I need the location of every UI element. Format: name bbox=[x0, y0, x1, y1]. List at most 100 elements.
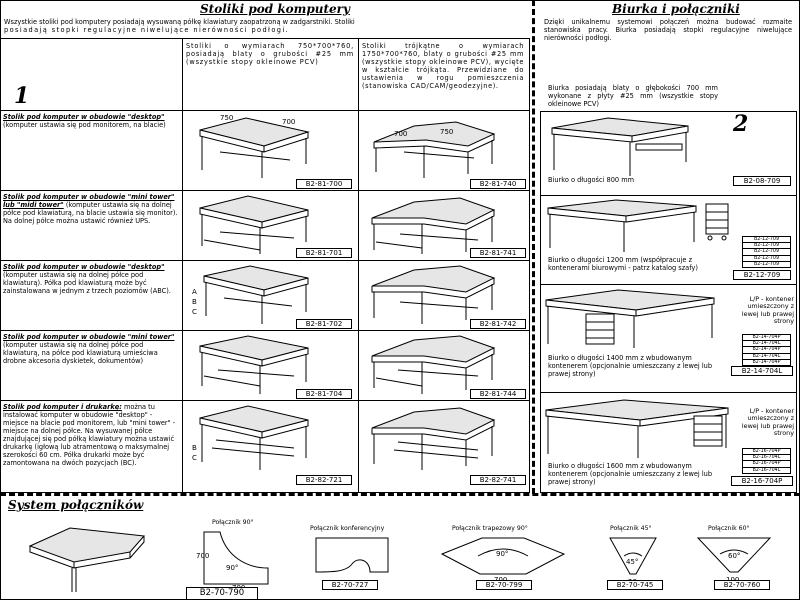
code-b2-08-709[interactable]: B2-08-709 bbox=[733, 176, 791, 186]
desk-1600-variant-codes: B2-16-704P B2-16-704L B2-16-704P B2-16-7… bbox=[742, 448, 791, 474]
desk-1400-caption: Biurko o długości 1400 mm z wbudowanym k… bbox=[548, 354, 713, 378]
desk-drawing-row-5a: BC bbox=[192, 405, 309, 470]
stoliki-col1-desc: Stoliki o wymiarach 750*700*760, posiada… bbox=[186, 42, 354, 66]
desk-1600-caption: Biurko o długości 1600 mm z wbudowanym k… bbox=[548, 462, 713, 486]
code-b2-81-701[interactable]: B2-81-701 bbox=[296, 248, 352, 258]
code-b2-81-744[interactable]: B2-81-744 bbox=[470, 389, 526, 399]
svg-text:45°: 45° bbox=[626, 558, 638, 566]
stoliki-intro-line2: posiadają stopki regulacyjne niwelujące … bbox=[4, 26, 290, 34]
code-b2-70-790[interactable]: B2-70-790 bbox=[186, 587, 258, 600]
section-number-1: 1 bbox=[14, 83, 30, 109]
svg-text:700: 700 bbox=[282, 118, 295, 126]
variant-code: B2-12-709 bbox=[742, 254, 791, 261]
corner-desk-drawing-row-4b bbox=[371, 335, 496, 394]
joiner-60-plan: 60° 100 bbox=[696, 537, 772, 584]
code-b2-70-727[interactable]: B2-70-727 bbox=[322, 580, 378, 590]
desk-1400-drawing bbox=[545, 289, 715, 348]
code-b2-81-702[interactable]: B2-81-702 bbox=[296, 319, 352, 329]
svg-text:750: 750 bbox=[220, 114, 233, 122]
desk-1400-side-note: L/P - kontener umieszczony z lewej lub p… bbox=[741, 295, 794, 326]
joiner-90-title: Połącznik 90° bbox=[212, 519, 254, 526]
corner-desk-drawing-row-3b bbox=[371, 265, 496, 324]
code-b2-14-704l[interactable]: B2-14-704L bbox=[731, 366, 793, 376]
desk-drawing-row-1a: 750 700 bbox=[199, 114, 310, 178]
svg-text:C: C bbox=[192, 454, 197, 462]
code-b2-16-704p[interactable]: B2-16-704P bbox=[731, 476, 793, 486]
code-b2-70-745[interactable]: B2-70-745 bbox=[607, 580, 663, 590]
biurka-intro-2: Biurka posiadają blaty o głębokości 700 … bbox=[548, 84, 718, 108]
svg-text:700: 700 bbox=[196, 552, 209, 560]
code-b2-70-799[interactable]: B2-70-799 bbox=[476, 580, 532, 590]
joiner-conference-title: Połącznik konferencyjny bbox=[310, 525, 385, 532]
desk-drawing-row-3a: ABC bbox=[192, 265, 309, 324]
variant-code: B2-14-704P bbox=[742, 346, 791, 353]
variant-code: B2-14-704L bbox=[742, 340, 791, 347]
corner-desk-drawing-row-5b bbox=[371, 407, 496, 470]
variant-code: B2-14-704P bbox=[742, 358, 791, 367]
variant-code: B2-12-709 bbox=[742, 242, 791, 249]
stolik-row-1-desc: Stolik pod komputer w obudowie "desktop"… bbox=[3, 113, 166, 129]
code-b2-70-760[interactable]: B2-70-760 bbox=[714, 580, 770, 590]
corner-desk-drawing-row-1b: 700 750 bbox=[373, 121, 496, 178]
code-b2-81-741[interactable]: B2-81-741 bbox=[470, 248, 526, 258]
joiner-3d-illustration bbox=[28, 527, 146, 592]
code-b2-81-704[interactable]: B2-81-704 bbox=[296, 389, 352, 399]
code-b2-81-740[interactable]: B2-81-740 bbox=[470, 179, 526, 189]
desk-1200-caption: Biurko o długości 1200 mm (współpracuje … bbox=[548, 256, 698, 272]
section-number-2: 2 bbox=[733, 111, 749, 137]
variant-code: B2-16-704L bbox=[742, 454, 791, 461]
stolik-row-2-desc: Stolik pod komputer w obudowie "mini tow… bbox=[3, 193, 178, 225]
stoliki-table bbox=[0, 38, 530, 493]
column-separator bbox=[532, 0, 535, 494]
variant-code: B2-14-704L bbox=[742, 352, 791, 359]
code-b2-82-741[interactable]: B2-82-741 bbox=[470, 475, 526, 485]
desk-1200-variant-codes: B2-12-709 B2-12-709 B2-12-709 B2-12-709 … bbox=[742, 236, 791, 269]
joiner-45-plan: 45° 20 bbox=[609, 537, 657, 586]
svg-text:700: 700 bbox=[394, 130, 407, 138]
desk-1600-side-note: L/P - kontener umieszczony z lewej lub p… bbox=[741, 407, 794, 438]
variant-code: B2-12-709 bbox=[742, 260, 791, 269]
desk-1400-variant-codes: B2-14-704P B2-14-704L B2-14-704P B2-14-7… bbox=[742, 334, 791, 367]
variant-code: B2-16-704P bbox=[742, 460, 791, 467]
variant-code: B2-16-704L bbox=[742, 466, 791, 474]
biurka-intro: Dzięki unikalnemu systemowi połączeń moż… bbox=[544, 18, 792, 42]
code-b2-82-721[interactable]: B2-82-721 bbox=[296, 475, 352, 485]
svg-text:750: 750 bbox=[440, 128, 453, 136]
stolik-row-5-desc: Stolik pod komputer i drukarkę: można tu… bbox=[3, 403, 176, 467]
svg-text:B: B bbox=[192, 298, 197, 306]
stoliki-col2-desc: Stoliki trójkątne o wymiarach 1750*700*7… bbox=[362, 42, 524, 90]
code-b2-12-709[interactable]: B2-12-709 bbox=[733, 270, 791, 280]
code-b2-81-700[interactable]: B2-81-700 bbox=[296, 179, 352, 189]
stolik-row-3-desc: Stolik pod komputer w obudowie "desktop"… bbox=[3, 263, 171, 295]
code-b2-81-742[interactable]: B2-81-742 bbox=[470, 319, 526, 329]
joiner-60-title: Połącznik 60° bbox=[708, 525, 750, 532]
svg-text:C: C bbox=[192, 308, 197, 316]
desk-1200-drawing bbox=[547, 199, 729, 252]
stoliki-intro-line1: Wszystkie stoliki pod komputery posiadaj… bbox=[4, 18, 355, 26]
joiner-trapezoid-title: Połącznik trapezowy 90° bbox=[452, 525, 528, 532]
desk-drawing-row-4a bbox=[199, 335, 309, 394]
svg-text:B: B bbox=[192, 444, 197, 452]
corner-desk-drawing-row-2b bbox=[371, 197, 496, 254]
stolik-row-4-desc: Stolik pod komputer w obudowie "mini tow… bbox=[3, 333, 175, 365]
variant-code: B2-16-704P bbox=[742, 448, 791, 455]
variant-code: B2-12-709 bbox=[742, 248, 791, 255]
variant-code: B2-12-709 bbox=[742, 236, 791, 243]
section-separator bbox=[0, 493, 800, 496]
joiner-conference-plan bbox=[315, 537, 389, 573]
desk-drawing-row-2a bbox=[199, 195, 309, 254]
section-title-stoliki: Stoliki pod komputery bbox=[200, 2, 350, 16]
joiner-45-title: Połącznik 45° bbox=[610, 525, 652, 532]
desk-800-drawing bbox=[551, 117, 689, 176]
variant-code: B2-14-704P bbox=[742, 334, 791, 341]
joiner-90-plan: 90° 700 700 bbox=[196, 531, 269, 592]
svg-text:90°: 90° bbox=[226, 564, 238, 572]
svg-text:90°: 90° bbox=[496, 550, 508, 558]
joiner-trapezoid-plan: 90° 700 bbox=[440, 537, 566, 584]
svg-text:60°: 60° bbox=[728, 552, 740, 560]
desk-800-caption: Biurko o długości 800 mm bbox=[548, 176, 635, 184]
desk-1600-drawing bbox=[545, 399, 729, 458]
svg-text:A: A bbox=[192, 288, 197, 296]
desks-frame bbox=[540, 111, 797, 493]
section-title-biurka: Biurka i połączniki bbox=[612, 2, 740, 16]
